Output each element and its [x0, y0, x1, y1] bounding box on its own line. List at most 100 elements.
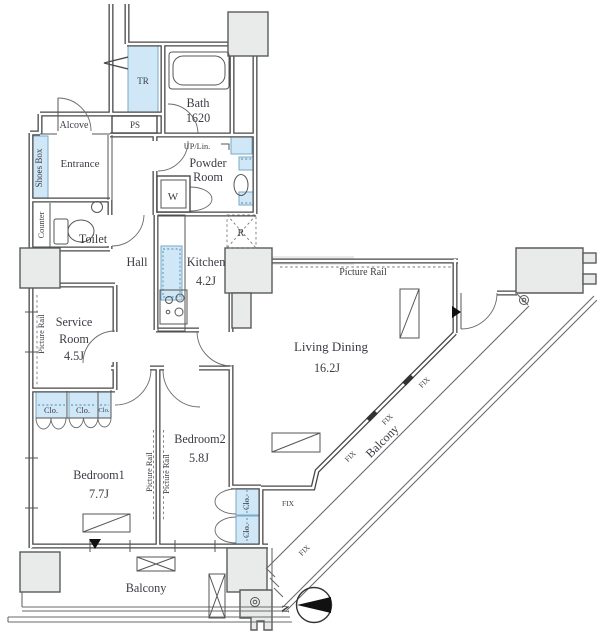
label-washer: W	[168, 191, 179, 203]
label-up-lin: UP/Lin.	[184, 142, 211, 151]
pillar-kitchen-stub	[231, 292, 252, 329]
burner-4	[165, 309, 171, 315]
pillar-top-right	[515, 247, 584, 294]
walls	[28, 4, 517, 549]
ac-bedroom1-diag	[82, 513, 131, 533]
bath-door-arc	[167, 103, 199, 135]
linen-leader-line	[221, 143, 230, 150]
windows	[25, 266, 452, 552]
label-living: Living Dining	[294, 339, 369, 354]
label-counter: Counter	[37, 211, 46, 238]
label-hall: Hall	[127, 255, 149, 269]
label-bedroom1: Bedroom1	[73, 468, 124, 482]
label-balcony-bottom: Balcony	[126, 581, 168, 595]
label-fix-5: FIX	[282, 499, 295, 508]
fixtures	[49, 51, 257, 332]
service-door-arc	[82, 330, 116, 364]
pillar-tab-2	[582, 273, 597, 285]
pillars	[19, 11, 597, 631]
label-closet-b2a: Clo.	[242, 496, 251, 510]
hatch-x-1	[136, 556, 176, 572]
window-ticks	[25, 311, 216, 552]
north-compass-icon: N	[281, 586, 333, 624]
label-balcony-diагonal: Balcony	[363, 421, 402, 460]
toilet-door-arc	[111, 214, 145, 247]
washer-box	[156, 175, 191, 213]
label-bath: Bath	[186, 96, 209, 110]
label-alcove: Alcove	[60, 120, 89, 131]
trunk-arrow-icon	[103, 56, 129, 70]
label-picture-rail-b2: Picture Rail	[162, 454, 171, 494]
toilet-bowl	[67, 219, 95, 243]
entrance-threshold	[40, 98, 110, 135]
powder-door-arc	[157, 140, 189, 172]
ac-living-right	[399, 288, 420, 339]
label-closet-2: Clo.	[76, 406, 90, 415]
label-kitchen-size: 4.2J	[196, 274, 216, 288]
drain-icon-1	[250, 597, 260, 607]
burner-1	[165, 296, 173, 304]
pillar-top	[227, 11, 269, 57]
closet-fold-doors	[35, 417, 112, 430]
burner-3	[174, 307, 184, 317]
label-shoes-box: Shoes Box	[34, 148, 44, 187]
entrance-door-arc	[57, 97, 92, 132]
balcony-door-arc	[460, 292, 498, 330]
closet-areas	[29, 44, 260, 545]
pillar-bottom-right	[226, 547, 268, 593]
label-bath-size: 1620	[186, 111, 210, 125]
label-pipe-shaft: PS	[130, 120, 140, 130]
label-kitchen: Kitchen	[187, 255, 226, 269]
drain-icon-2	[519, 295, 529, 305]
bathtub-outer	[168, 51, 230, 90]
stove	[159, 289, 188, 325]
balcony-step	[239, 589, 273, 631]
label-picture-rail-b1: Picture Rail	[145, 452, 154, 492]
label-bedroom1-size: 7.7J	[89, 487, 109, 501]
label-powder-2: Room	[193, 170, 223, 184]
toilet-tank	[53, 218, 69, 245]
closet-dash-marks	[38, 158, 251, 541]
label-service-1: Service	[56, 315, 93, 329]
label-closet-3: Clo.	[98, 407, 110, 414]
room-labels: TR PS Bath 1620 Alcove Shoes Box Entranc…	[34, 76, 432, 595]
hatch-box-horizontal	[136, 556, 176, 572]
kitchen-sink-area	[160, 245, 183, 301]
label-bedroom2-size: 5.8J	[189, 451, 209, 465]
entrance-step	[107, 135, 113, 200]
label-picture-rail-service: Picture Rail	[37, 314, 46, 354]
label-toilet: Toilet	[79, 232, 108, 246]
label-service-size: 4.5J	[64, 349, 84, 363]
kitchen-counter	[157, 214, 186, 332]
ac-bedroom1	[82, 513, 131, 533]
doors	[35, 97, 498, 544]
marker-triangle-right	[452, 306, 461, 318]
toilet-sink	[91, 201, 103, 213]
powder-basin	[233, 174, 249, 196]
label-entrance: Entrance	[60, 158, 99, 170]
label-service-2: Room	[59, 332, 89, 346]
pillar-tab-1	[582, 252, 597, 264]
label-closet-1: Clo.	[44, 406, 58, 415]
label-trunk-room: TR	[137, 76, 149, 86]
window-mullions	[366, 374, 414, 422]
closet-front-lines	[36, 390, 112, 419]
label-picture-rail-living: Picture Rail	[339, 267, 387, 278]
closet-bedroom2-doors	[214, 488, 237, 544]
label-fix-3: FIX	[417, 374, 432, 389]
label-fridge: R	[238, 228, 245, 239]
linen-area	[230, 136, 253, 155]
ac-living-bottom-diag	[271, 432, 321, 453]
ac-living-bottom	[271, 432, 321, 453]
label-fix-4: FIX	[297, 542, 312, 557]
hatch-box-vertical	[208, 573, 226, 619]
hatch-x-2	[208, 573, 226, 619]
label-fix-1: FIX	[343, 448, 358, 463]
balcony-symbols	[136, 295, 529, 619]
label-bedroom2: Bedroom2	[174, 432, 225, 446]
ac-living-right-diag	[399, 288, 420, 339]
label-closet-b2b: Clo.	[242, 524, 251, 538]
marker-triangle-down	[89, 539, 101, 549]
